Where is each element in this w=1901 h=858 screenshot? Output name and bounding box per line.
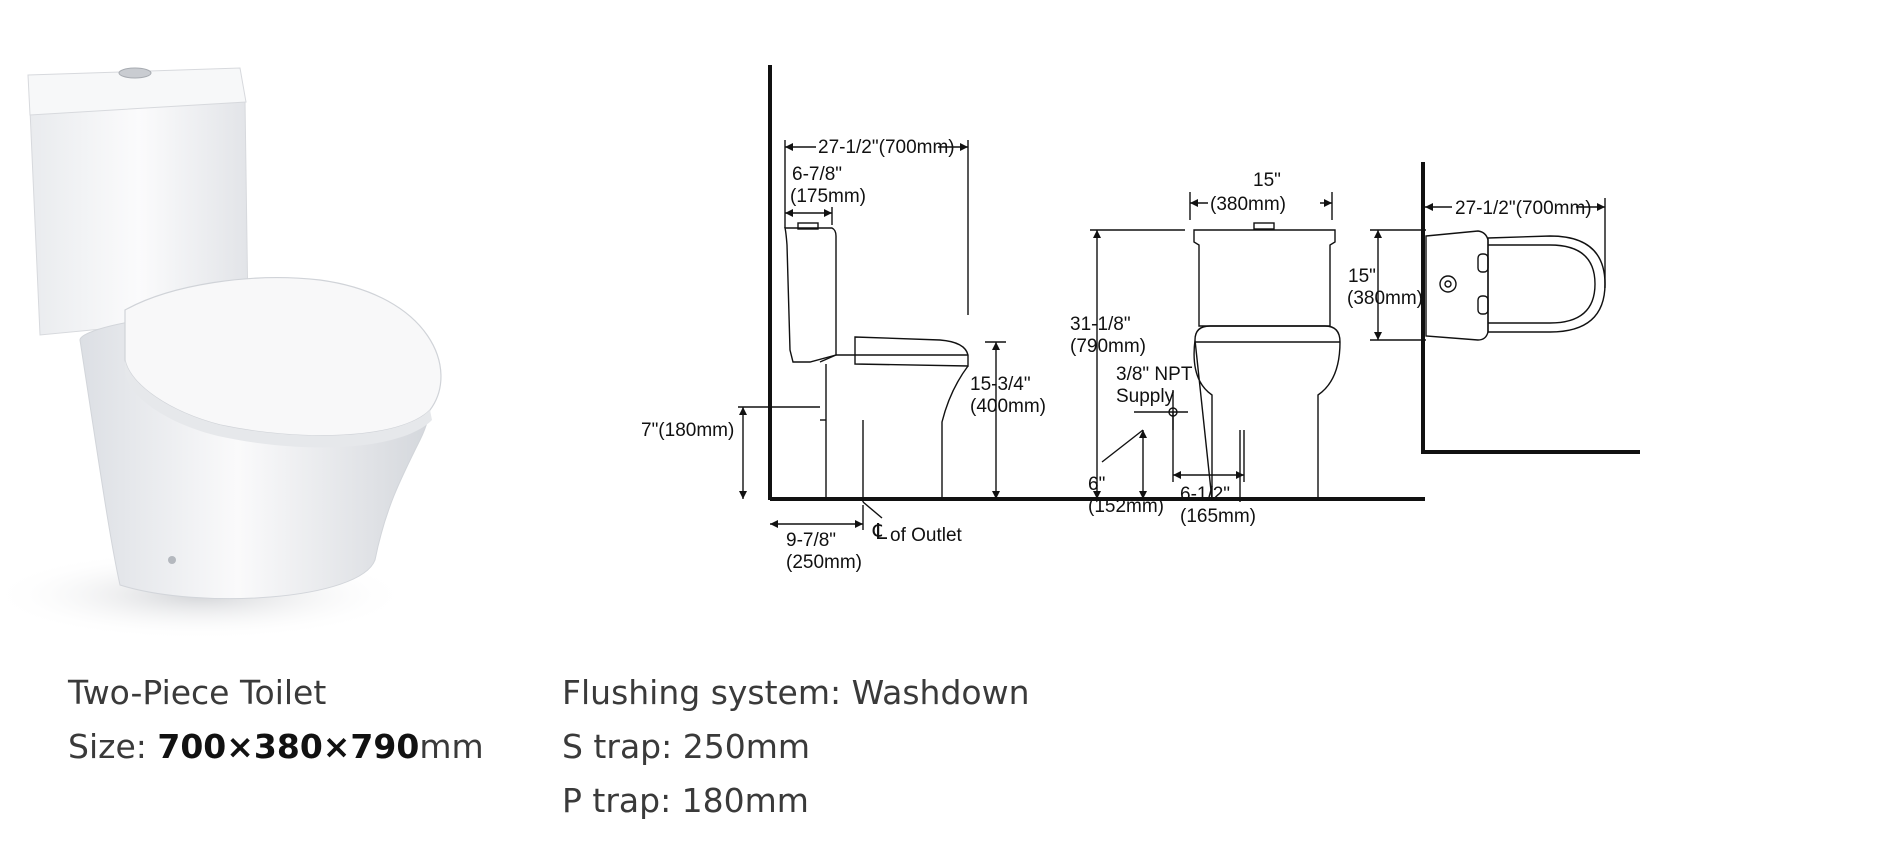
- side-bowl-outline: [819, 354, 969, 500]
- label-front-width-in: 15": [1253, 170, 1281, 191]
- top-hinge-2: [1477, 295, 1489, 315]
- front-tank-button: [1253, 222, 1275, 230]
- size-label: Size:: [68, 727, 147, 766]
- technical-dimension-drawing: 27-1/2"(700mm) 6-7/8" (175mm) 15-3/4" (4…: [641, 65, 1640, 573]
- label-total-length: 27-1/2"(700mm): [818, 137, 955, 158]
- size-value: 700×380×790: [157, 727, 420, 766]
- label-s-trap-mm: (250mm): [786, 552, 862, 573]
- label-top-width-mm: (380mm): [1347, 288, 1423, 309]
- top-tank-outline: [1425, 230, 1489, 341]
- label-outlet-symbol: ℄: [872, 519, 888, 544]
- label-s-trap-in: 9-7/8": [786, 530, 836, 551]
- top-hinge-1: [1477, 253, 1489, 273]
- side-tank-outline: [784, 227, 837, 363]
- label-front-width-mm: (380mm): [1210, 194, 1286, 215]
- label-top-width-in: 15": [1348, 266, 1376, 287]
- label-supply-line1: 3/8" NPT: [1116, 364, 1193, 385]
- seat-edge: [125, 360, 432, 448]
- spec-p-trap: P trap: 180mm: [562, 781, 809, 820]
- top-seat-outline: [1487, 235, 1606, 333]
- label-p-trap-height: 7"(180mm): [641, 420, 734, 441]
- side-seat-outline: [854, 336, 969, 367]
- label-supply-height-mm: (152mm): [1088, 496, 1164, 517]
- side-tank-button: [797, 222, 819, 230]
- top-flush-button: [1439, 275, 1457, 293]
- spec-s-trap: S trap: 250mm: [562, 727, 810, 766]
- label-outlet: of Outlet: [890, 525, 963, 546]
- top-seat-inner: [1488, 244, 1596, 324]
- label-supply-offset-in: 6-1/2": [1180, 484, 1230, 505]
- label-supply-offset-mm: (165mm): [1180, 506, 1256, 527]
- seat-lid: [124, 277, 442, 437]
- label-tank-depth-mm: (175mm): [790, 186, 866, 207]
- label-tank-depth-in: 6-7/8": [792, 164, 842, 185]
- front-bowl-outline: [1193, 325, 1341, 501]
- product-size: Size: 700×380×790mm: [68, 730, 484, 763]
- label-top-length: 27-1/2"(700mm): [1455, 198, 1592, 219]
- label-front-height-in: 31-1/8": [1070, 314, 1131, 335]
- label-supply-line2: Supply: [1116, 386, 1175, 407]
- outlet-leader: [862, 501, 883, 519]
- tank-lid: [27, 67, 247, 116]
- flush-button-icon: [118, 67, 152, 79]
- label-supply-height-in: 6": [1088, 474, 1105, 495]
- drain-hole-icon: [168, 556, 176, 564]
- toilet-product-photo: [0, 67, 442, 640]
- label-front-height-mm: (790mm): [1070, 336, 1146, 357]
- label-seat-height-in: 15-3/4": [970, 374, 1031, 395]
- front-tank-outline: [1193, 229, 1336, 327]
- spec-flushing: Flushing system: Washdown: [562, 673, 1030, 712]
- label-seat-height-mm: (400mm): [970, 396, 1046, 417]
- size-unit: mm: [419, 727, 484, 766]
- product-name: Two-Piece Toilet: [68, 673, 327, 712]
